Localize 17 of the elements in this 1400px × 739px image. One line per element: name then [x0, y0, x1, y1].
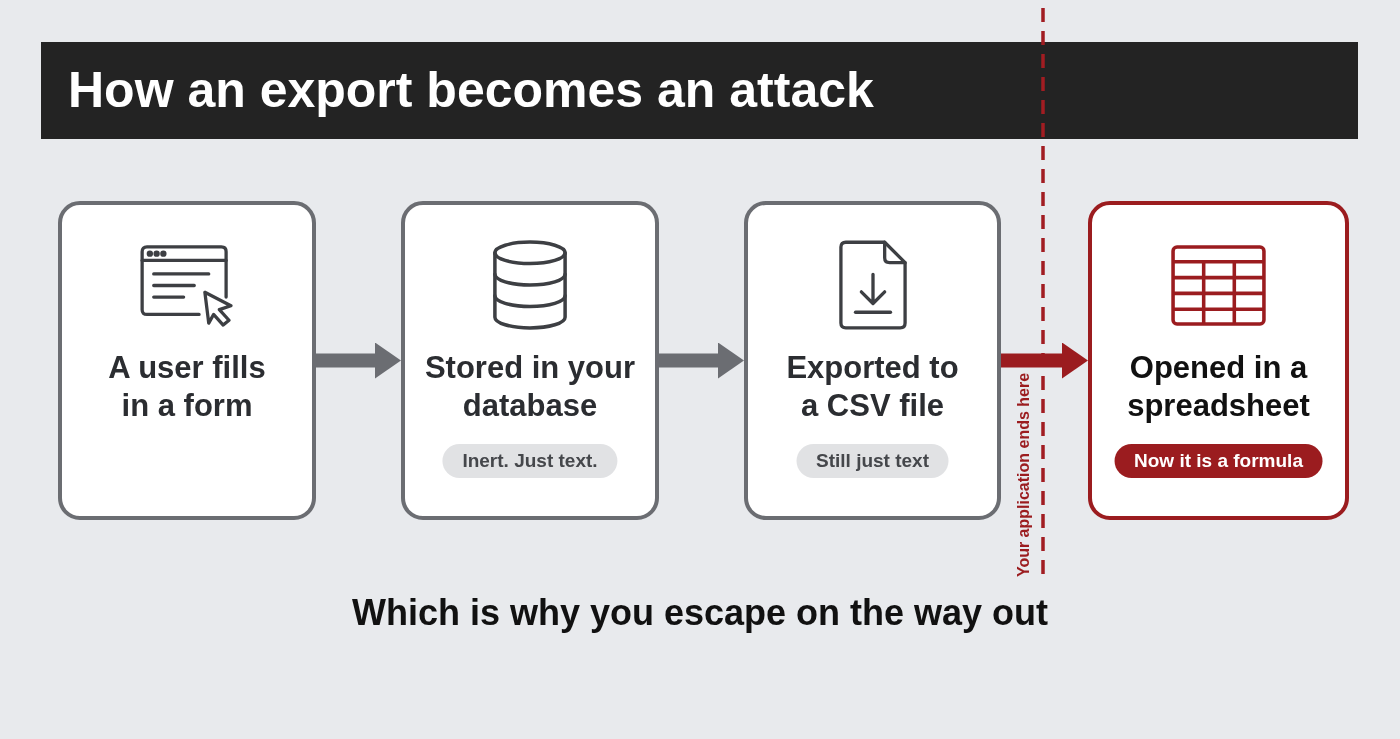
status-pill: Inert. Just text. — [442, 444, 618, 478]
step-card — [58, 201, 316, 520]
step-title: Exported to a CSV file — [785, 349, 960, 425]
status-pill: Still just text — [796, 444, 949, 478]
step-title: Opened in a spreadsheet — [1126, 349, 1311, 425]
title-banner: How an export becomes an attack — [41, 42, 1358, 139]
boundary-label: Your application ends here — [1015, 372, 1033, 578]
step-card — [744, 201, 1001, 520]
highlighted-step-card — [1088, 201, 1349, 520]
flow-arrow — [1001, 342, 1088, 379]
status-pill: Now it is a formula — [1114, 444, 1323, 478]
flow-arrow — [659, 342, 744, 379]
step-card — [401, 201, 659, 520]
step-title: A user fills in a form — [107, 349, 267, 425]
caption-text: Which is why you escape on the way out — [351, 592, 1049, 634]
flow-arrow — [316, 342, 401, 379]
step-title: Stored in your database — [423, 349, 637, 425]
